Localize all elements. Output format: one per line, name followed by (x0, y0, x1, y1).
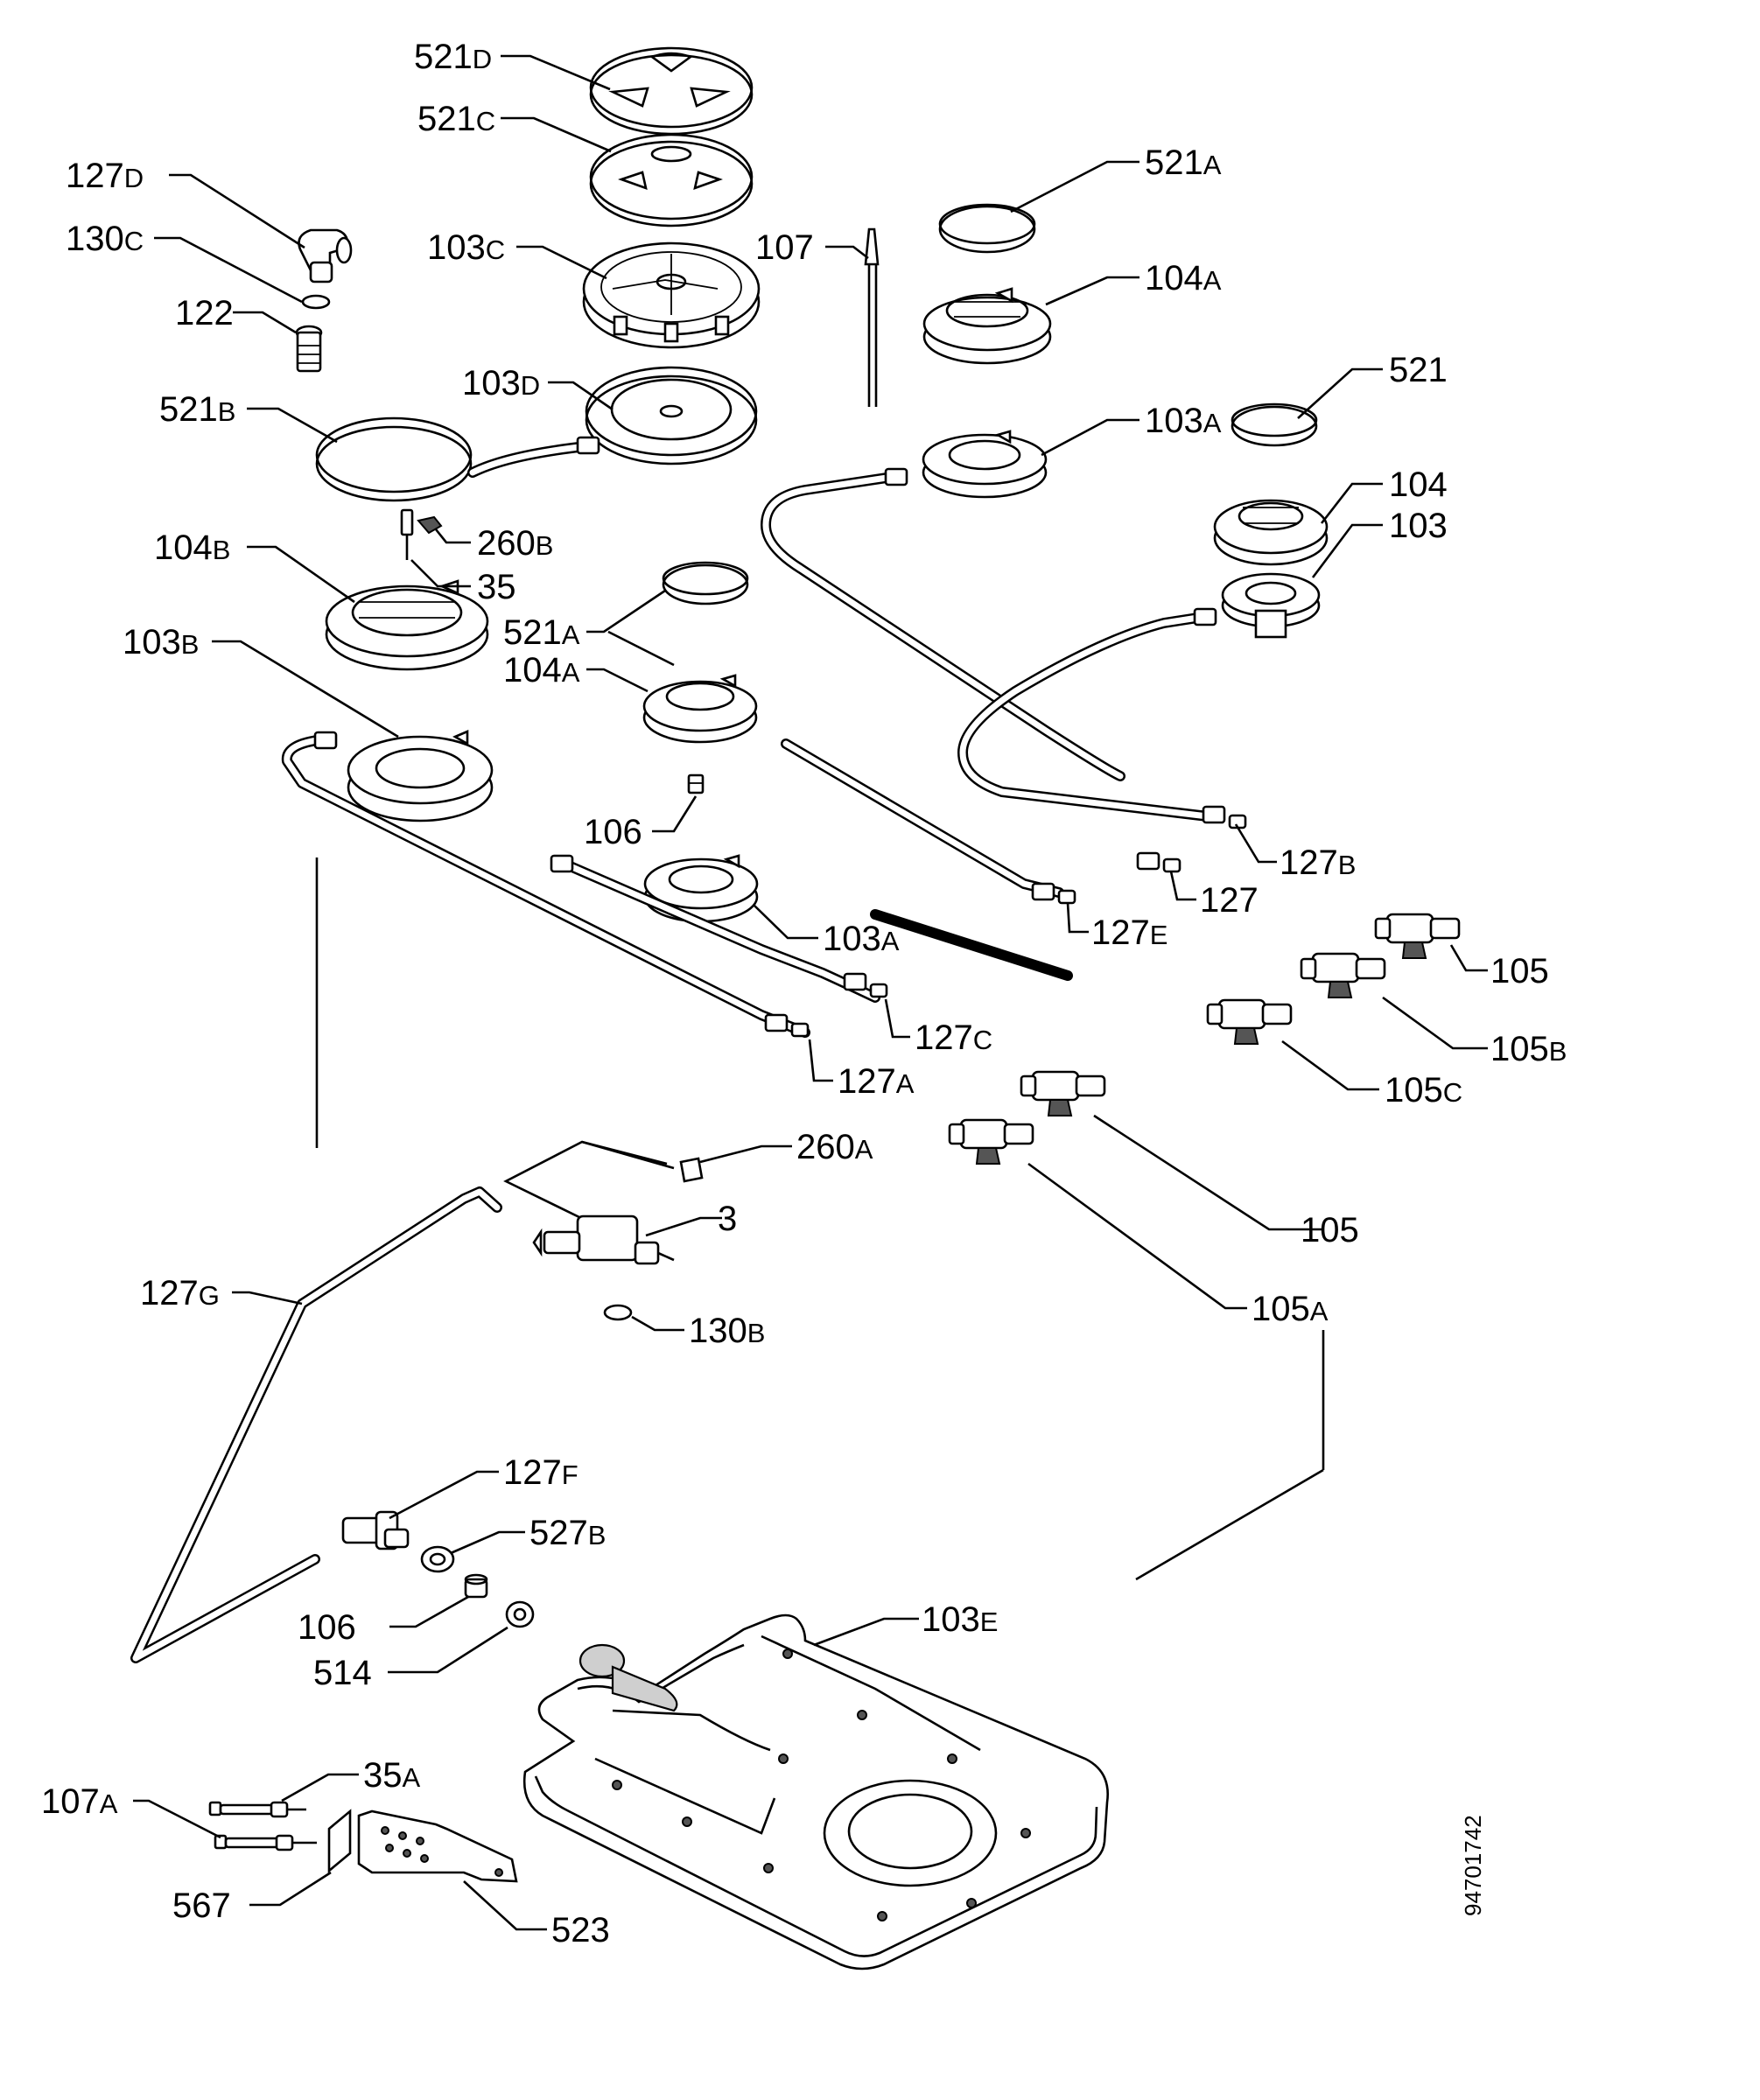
part-103a-top (922, 430, 1048, 499)
part-103e-bowl (522, 1614, 1109, 1970)
label-105-top: 105 (1490, 952, 1549, 990)
label-103: 103 (1389, 507, 1448, 545)
label-35: 35 (477, 568, 516, 606)
label-521a-top: 521A (1145, 144, 1222, 182)
label-260a: 260A (796, 1128, 873, 1166)
label-106-bot: 106 (298, 1608, 356, 1647)
part-104a-mid (642, 674, 758, 744)
label-104a-mid: 104A (503, 651, 580, 690)
part-521c-cap (589, 133, 754, 228)
leader-lines (133, 54, 1488, 1931)
part-521d-cap (589, 46, 754, 136)
part-521-cap (1231, 402, 1318, 447)
label-127f: 127F (503, 1453, 578, 1492)
valve-105a (948, 1118, 1034, 1165)
label-104a-top: 104A (1145, 259, 1222, 298)
label-103d: 103D (462, 364, 540, 402)
part-130c-washer (301, 294, 331, 310)
label-521c: 521C (417, 100, 495, 138)
part-127f-elbow (341, 1510, 410, 1550)
part-260b-bracket (417, 515, 443, 535)
label-567: 567 (172, 1886, 231, 1925)
label-105a: 105A (1252, 1290, 1329, 1328)
valve-105-mid (1020, 1070, 1106, 1116)
label-122: 122 (175, 294, 234, 332)
part-260a-clip (679, 1157, 704, 1183)
label-127d: 127D (66, 157, 144, 195)
label-105b: 105B (1490, 1030, 1567, 1068)
label-127b: 127B (1280, 844, 1356, 882)
label-130c: 130C (66, 220, 144, 258)
label-127: 127 (1200, 881, 1259, 920)
label-105c: 105C (1385, 1071, 1462, 1110)
label-3: 3 (718, 1200, 737, 1238)
part-107-thermocouple (864, 228, 880, 407)
label-104: 104 (1389, 466, 1448, 504)
part-104b-ring (325, 579, 489, 671)
label-521d: 521D (414, 38, 492, 76)
label-35a: 35A (363, 1756, 421, 1795)
valve-105b (1300, 952, 1386, 998)
part-103c-burner (582, 242, 761, 349)
part-104a-top (922, 287, 1052, 365)
part-130b-washer (603, 1304, 633, 1321)
part-103-base (1221, 572, 1321, 639)
separator-lines (315, 858, 1325, 1581)
label-130b: 130B (689, 1312, 765, 1350)
part-103b-base (347, 730, 494, 822)
part-523-bracket (357, 1810, 518, 1883)
label-127a: 127A (838, 1062, 915, 1101)
label-107a: 107A (41, 1782, 118, 1821)
label-527b: 527B (529, 1514, 606, 1552)
valve-105-top (1374, 913, 1461, 959)
label-127e: 127E (1091, 914, 1167, 952)
part-labels: 521D 521C 127D 130C 122 103C 107 521A 10… (41, 38, 1567, 1950)
part-514-plug (505, 1600, 535, 1628)
label-523: 523 (551, 1911, 610, 1950)
label-521a-mid: 521A (503, 613, 580, 652)
label-103b: 103B (123, 623, 199, 662)
label-127c: 127C (915, 1018, 992, 1057)
part-106-bot-injector (464, 1573, 488, 1599)
part-567-plate (327, 1809, 352, 1873)
label-103e: 103E (922, 1600, 998, 1639)
part-521a-top-cap (938, 203, 1036, 254)
part-35a-electrode (208, 1801, 306, 1818)
pipe-fittings (313, 436, 1247, 1038)
part-527b-nut (420, 1545, 455, 1573)
part-521b-cap (315, 416, 473, 502)
label-107: 107 (755, 228, 814, 267)
label-103a-mid: 103A (823, 920, 900, 958)
label-514: 514 (313, 1654, 372, 1692)
label-521: 521 (1389, 351, 1448, 389)
drawing-code: 94701742 (1460, 1815, 1486, 1916)
label-521b: 521B (159, 390, 235, 429)
part-106-top-injector (687, 774, 705, 794)
part-103d-ring (585, 366, 758, 466)
label-103a-top: 103A (1145, 402, 1222, 440)
label-104b: 104B (154, 528, 230, 567)
part-104-ring (1213, 499, 1329, 566)
part-122-holder (295, 325, 323, 373)
valve-105c (1206, 998, 1293, 1045)
part-521a-mid-cap (662, 561, 749, 606)
label-106-top: 106 (584, 813, 642, 851)
label-127g: 127G (140, 1274, 220, 1312)
label-103c: 103C (427, 228, 505, 267)
part-35-electrode (400, 508, 414, 560)
label-105-mid: 105 (1301, 1211, 1359, 1250)
part-127d-elbow (298, 228, 353, 284)
label-260b: 260B (477, 524, 553, 563)
part-107a-thermocouple (214, 1834, 317, 1852)
part-127g-pipe (130, 1186, 502, 1663)
part-3-safety-valve (503, 1140, 675, 1265)
